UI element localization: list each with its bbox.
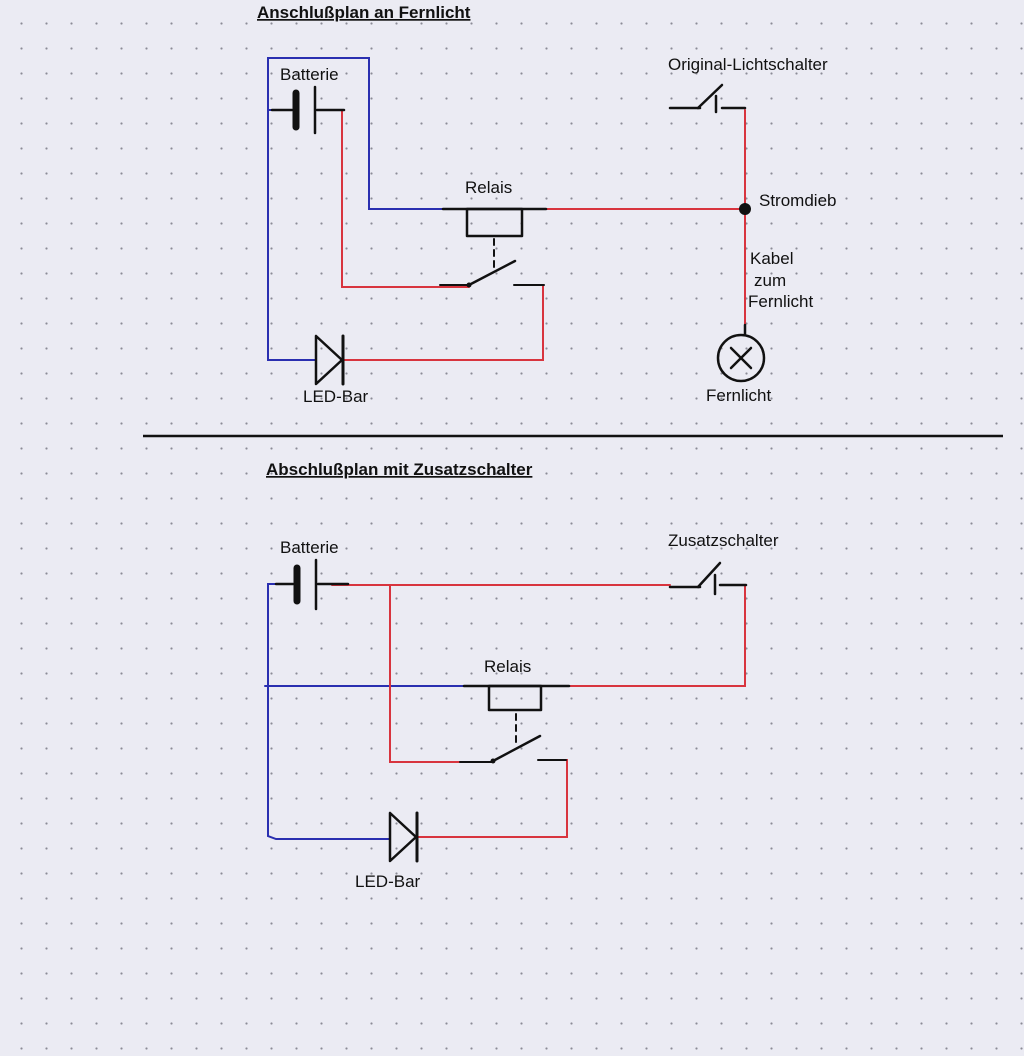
led-bar-symbol [314,334,345,386]
lamp-label: Fernlicht [706,386,771,405]
diagram-2-negative-wires [264,583,467,840]
wire-tap-dot [739,203,751,215]
extra-switch-to-relay-wire [567,584,746,687]
relay-symbol [439,207,548,288]
switch-label: Original-Lichtschalter [668,55,828,74]
led-positive-wire [343,284,544,361]
led-bar-symbol-2 [388,811,419,863]
led-label: LED-Bar [303,387,369,406]
original-switch-symbol [668,83,747,114]
led-label-2: LED-Bar [355,872,421,891]
led-negative-wire [267,109,317,361]
extra-switch-symbol [668,561,748,596]
diagram-2-title: Abschlußplan mit Zusatzschalter [266,460,533,479]
extra-switch-label: Zusatzschalter [668,531,779,550]
diagram-2: Abschlußplan mit Zusatzschalter [264,460,779,891]
cable-label-line-1: Kabel [750,249,793,268]
battery-negative-wire-2 [267,583,391,840]
relay-label-2: Relais [484,657,531,676]
relay-switch-feed-wire [389,584,491,763]
battery-symbol-2 [274,558,350,611]
led-positive-wire-2 [416,759,568,838]
relay-symbol-2 [459,684,571,764]
battery-positive-wire [331,109,470,288]
battery-label-2: Batterie [280,538,339,557]
relay-label: Relais [465,178,512,197]
diagram-1-title: Anschlußplan an Fernlicht [257,3,471,22]
cable-label-line-3: Fernlicht [748,292,813,311]
diagram-1: Anschlußplan an Fernlicht [257,3,836,406]
tap-label: Stromdieb [759,191,836,210]
battery-label: Batterie [280,65,339,84]
diagram-1-positive-wires [331,109,746,361]
battery-symbol [270,85,346,135]
cable-label-line-2: zum [754,271,786,290]
headlight-lamp-symbol [716,323,766,383]
